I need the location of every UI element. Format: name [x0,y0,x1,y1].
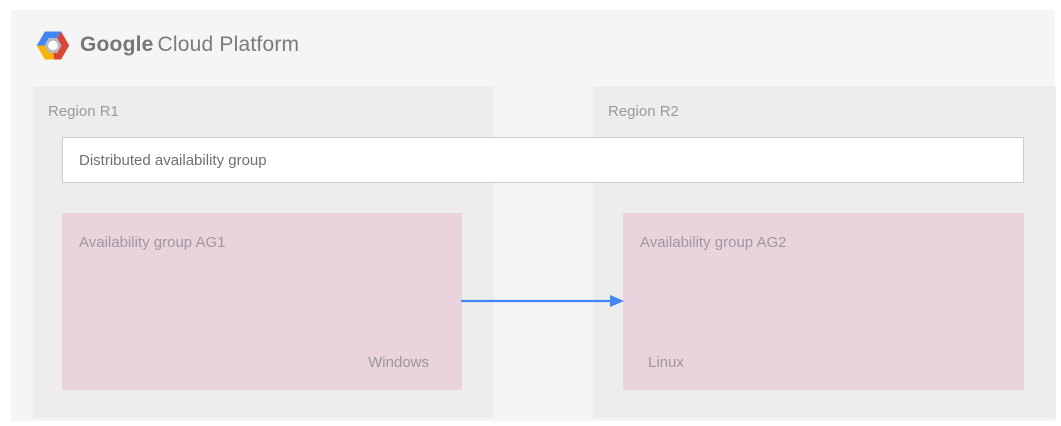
availability-group-ag1-label: Availability group AG1 [79,234,226,251]
brand-cloud-platform: Cloud Platform [157,33,300,56]
availability-group-ag2-label: Availability group AG2 [640,234,787,251]
region-r2-label: Region R2 [608,103,679,120]
brand-google: Google [80,33,154,56]
distributed-availability-group-label: Distributed availability group [79,151,267,169]
region-r1-label: Region R1 [48,103,119,120]
availability-group-ag1-box: Availability group AG1 Windows [62,213,462,390]
distributed-availability-group-box: Distributed availability group [62,137,1024,183]
ag2-os-label: Linux [648,354,684,371]
ag1-os-label: Windows [368,354,429,371]
gcp-hexagon-logo-icon [36,31,70,59]
availability-group-ag2-box: Availability group AG2 Linux [623,213,1024,390]
replication-arrow [461,295,624,307]
